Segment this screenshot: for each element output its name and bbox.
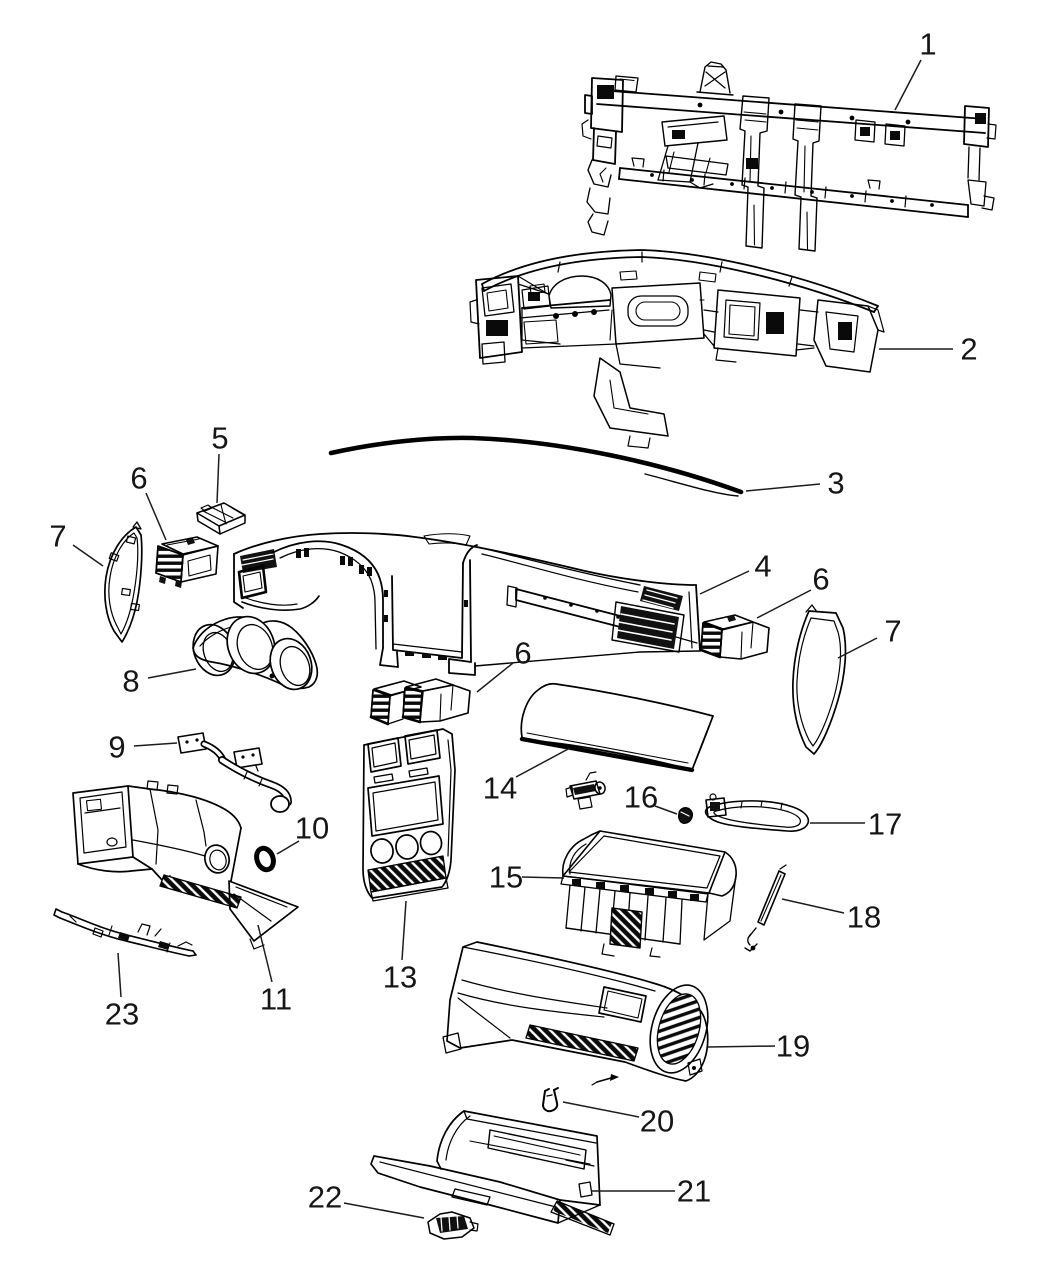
part-20-clip-drawing <box>542 1074 619 1113</box>
part-15-glovebox-housing-drawing <box>560 830 737 958</box>
callout-14-label[interactable]: 14 <box>483 771 517 806</box>
callout-6a-label[interactable]: 6 <box>130 461 147 496</box>
part-13-center-bezel-drawing <box>362 728 456 902</box>
callout-7b-leader-line <box>837 637 878 659</box>
callout-6a-leader-line <box>145 492 167 541</box>
callout-11-leader-line <box>257 924 273 983</box>
part-21-glovebox-drawing <box>370 1110 615 1236</box>
callout-23-leader-line <box>117 952 122 998</box>
part-10-grommet-drawing <box>254 845 276 873</box>
callout-15-leader-line <box>521 876 565 879</box>
callout-10-leader-line <box>276 840 300 855</box>
callout-6b-label[interactable]: 6 <box>812 562 829 597</box>
callout-15-label[interactable]: 15 <box>489 860 523 895</box>
part-19-lower-panel-drawing <box>442 941 709 1082</box>
callout-23-label[interactable]: 23 <box>105 997 139 1032</box>
callout-1-leader-line <box>894 59 922 111</box>
callout-4-label[interactable]: 4 <box>754 549 771 584</box>
callout-7a-label[interactable]: 7 <box>49 519 66 554</box>
callout-3-leader-line <box>745 483 821 492</box>
callout-19-label[interactable]: 19 <box>776 1029 810 1064</box>
part-16-clip-drawing <box>678 807 693 824</box>
callout-17-label[interactable]: 17 <box>868 807 902 842</box>
callout-21-label[interactable]: 21 <box>677 1174 711 1209</box>
part-6-air-outlet-left-drawing <box>155 536 219 588</box>
part-9-duct-drawing <box>177 732 292 813</box>
sensor-clip-drawing <box>565 771 606 810</box>
part-18-damper-drawing <box>744 864 787 952</box>
part-22-latch-drawing <box>427 1211 479 1240</box>
callout-1-label[interactable]: 1 <box>919 27 936 62</box>
callout-22-leader-line <box>343 1202 425 1219</box>
callout-18-leader-line <box>781 898 845 914</box>
callout-16-label[interactable]: 16 <box>624 780 658 815</box>
callout-20-leader-line <box>562 1101 640 1118</box>
callout-4-leader-line <box>699 570 750 595</box>
callout-6c-leader-line <box>476 662 514 693</box>
callout-14-leader-line <box>515 747 571 778</box>
callout-8-leader-line <box>147 668 197 679</box>
callout-5-leader-line <box>216 453 220 504</box>
part-7-end-panel-left-drawing <box>104 521 143 643</box>
part-6-air-outlet-center-drawing <box>369 678 471 726</box>
callout-16-leader-line <box>654 805 678 815</box>
callout-7a-leader-line <box>72 544 104 567</box>
part-6-air-outlet-right-drawing <box>699 614 770 660</box>
callout-11-label[interactable]: 11 <box>260 982 292 1017</box>
part-3-molding-strip-drawing <box>328 435 744 497</box>
callout-10-label[interactable]: 10 <box>295 811 329 846</box>
callout-18-label[interactable]: 18 <box>847 900 881 935</box>
part-1-crossbeam-drawing <box>581 61 997 252</box>
part-4-instrument-panel-drawing <box>233 532 701 676</box>
callout-9-leader-line <box>133 742 178 747</box>
part-11-lower-left-panel-drawing <box>72 780 299 950</box>
part-7-end-panel-right-drawing <box>792 604 847 755</box>
callout-19-leader-line <box>707 1045 776 1048</box>
callout-20-label[interactable]: 20 <box>640 1104 674 1139</box>
callout-13-leader-line <box>401 900 407 961</box>
part-17-support-bracket-drawing <box>704 793 810 832</box>
callout-3-label[interactable]: 3 <box>827 466 844 501</box>
callout-22-label[interactable]: 22 <box>308 1180 342 1215</box>
callout-5-label[interactable]: 5 <box>211 421 228 456</box>
part-23-bracket-drawing <box>53 908 197 957</box>
part-5-bezel-drawing <box>196 502 246 535</box>
callout-13-label[interactable]: 13 <box>383 960 417 995</box>
callout-7b-label[interactable]: 7 <box>884 614 901 649</box>
callout-6c-label[interactable]: 6 <box>514 636 531 671</box>
part-14-airbag-door-drawing <box>519 682 714 773</box>
part-8-cluster-bezel-drawing <box>192 615 319 691</box>
callout-8-label[interactable]: 8 <box>122 664 139 699</box>
part-2-carrier-drawing <box>469 249 885 449</box>
callout-9-label[interactable]: 9 <box>108 730 125 765</box>
callout-6b-leader-line <box>756 589 812 619</box>
callout-2-label[interactable]: 2 <box>960 332 977 367</box>
